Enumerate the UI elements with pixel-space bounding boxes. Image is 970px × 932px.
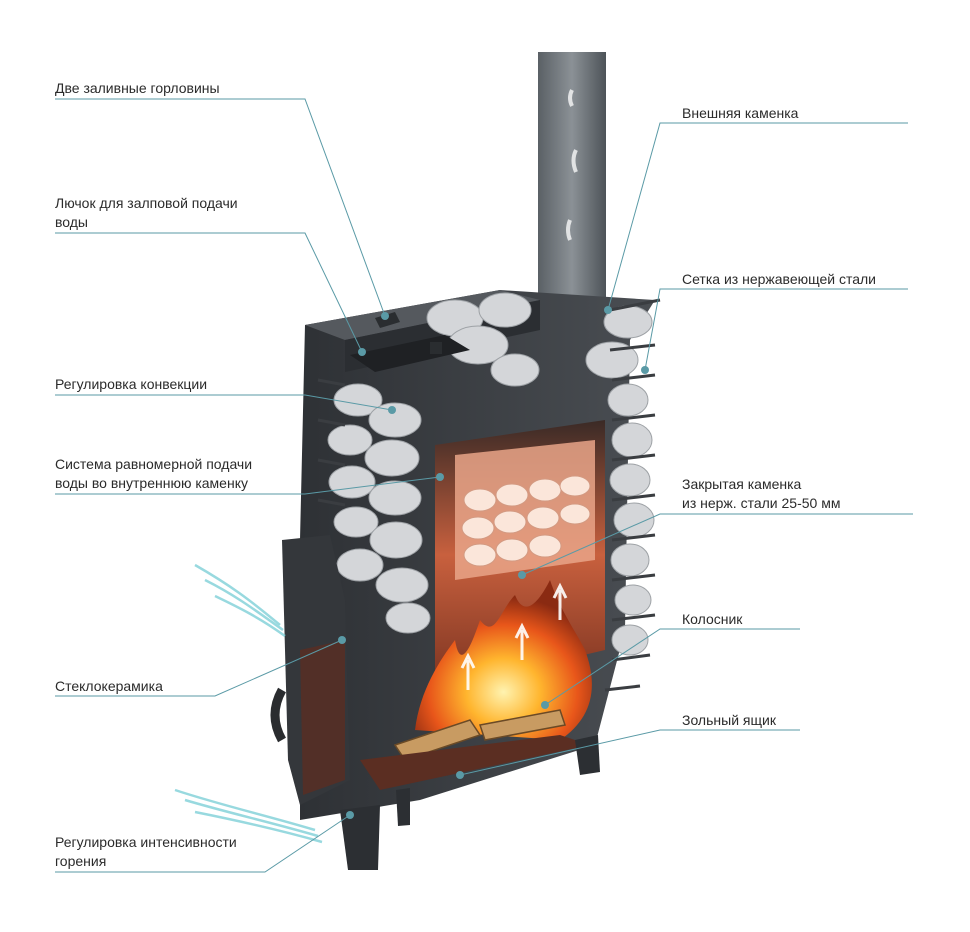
- label-outer-heater: Внешняя каменка: [682, 105, 799, 121]
- steel-mesh: [604, 298, 661, 692]
- airflow-arrows: [460, 582, 568, 690]
- label-water-system: Система равномерной подачи воды во внутр…: [55, 456, 253, 491]
- cool-air-streams: [174, 563, 323, 844]
- label-fill-necks: Две заливные горловины: [55, 80, 220, 96]
- top-hatches: [350, 312, 470, 372]
- leader-dots: [338, 306, 649, 819]
- steel-mesh-left: [317, 378, 346, 507]
- label-burn-control: Регулировка интенсивности горения: [55, 834, 237, 869]
- label-closed-heater: Закрытая каменка из нерж. стали 25-50 мм: [682, 476, 841, 511]
- label-glass-ceramic: Стеклокерамика: [55, 678, 163, 694]
- label-convection: Регулировка конвекции: [55, 376, 208, 392]
- label-water-hatch: Лючок для залповой подачи воды: [55, 195, 238, 230]
- stove-door: [270, 535, 380, 870]
- firebox-section: [360, 420, 605, 790]
- leader-lines: [55, 98, 913, 873]
- label-ash-box: Зольный ящик: [682, 712, 776, 728]
- stone-pile-right: [607, 383, 655, 656]
- label-steel-mesh: Сетка из нержавеющей стали: [682, 271, 876, 287]
- label-grate: Колосник: [682, 611, 743, 627]
- stone-pile-left: [327, 383, 431, 634]
- stone-pile-top: [426, 292, 653, 387]
